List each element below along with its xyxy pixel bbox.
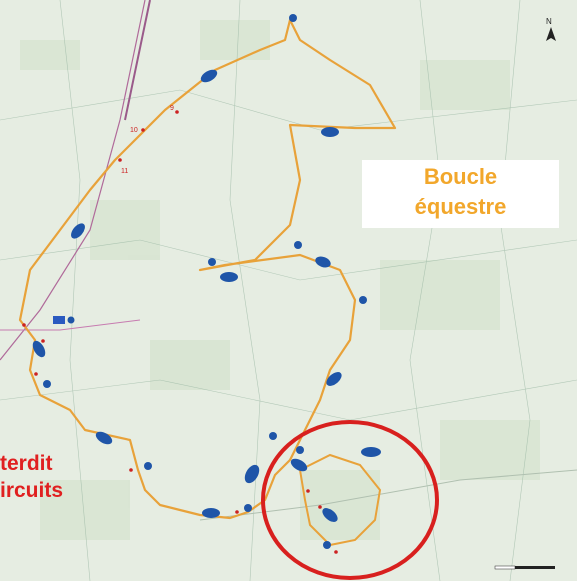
poi-marker[interactable]	[144, 462, 152, 470]
poi-badge[interactable]	[30, 339, 48, 360]
poi-marker[interactable]	[296, 446, 304, 454]
poi-badge[interactable]	[220, 272, 238, 282]
inner-loop-route	[298, 453, 382, 547]
poi-badge[interactable]	[199, 67, 220, 85]
waypoint-label: 11	[121, 168, 128, 175]
route-label-line1: Boucle	[423, 164, 498, 189]
highlight-circle	[261, 420, 439, 580]
terrain-texture	[20, 20, 540, 540]
poi-badge[interactable]	[324, 369, 344, 388]
scale-bar-icon	[494, 565, 555, 570]
equestrian-route	[18, 18, 397, 520]
waypoint-dot	[129, 468, 133, 472]
poi-marker[interactable]	[208, 258, 216, 266]
poi-badge[interactable]	[314, 255, 332, 270]
waypoint-dot	[334, 550, 338, 554]
route-label-line2: équestre	[414, 194, 507, 219]
waypoint-dot	[318, 505, 322, 509]
poi-badge[interactable]	[94, 429, 115, 447]
waypoint-label: 10	[130, 127, 138, 134]
poi-badge[interactable]	[320, 505, 340, 524]
roads	[0, 0, 577, 521]
route-label: Boucle équestre	[362, 160, 559, 228]
poi-badge[interactable]	[321, 127, 339, 137]
waypoint-label: 9	[170, 105, 174, 112]
waypoint-dot	[118, 158, 122, 162]
poi-marker[interactable]	[244, 504, 252, 512]
poi-badge[interactable]	[202, 508, 220, 518]
waypoint-dot	[34, 372, 38, 376]
poi-badge[interactable]	[68, 221, 87, 241]
start-point[interactable]	[53, 316, 65, 324]
poi-marker[interactable]	[269, 432, 277, 440]
poi-badge[interactable]	[289, 456, 310, 474]
waypoint-dot	[306, 489, 310, 493]
poi-marker-top[interactable]	[289, 14, 297, 22]
warning-label: terdit ircuits	[0, 450, 95, 504]
poi-badge[interactable]	[361, 447, 381, 457]
poi-badge[interactable]	[242, 462, 262, 485]
poi-marker[interactable]	[323, 541, 331, 549]
waypoint-dot	[175, 110, 179, 114]
poi-marker[interactable]	[67, 316, 75, 324]
warning-line1: terdit	[0, 452, 53, 475]
north-arrow-icon: N	[546, 17, 556, 41]
waypoint-dot	[235, 510, 239, 514]
warning-line2: ircuits	[0, 479, 64, 502]
svg-text:N: N	[546, 17, 552, 26]
waypoint-dot	[22, 323, 26, 327]
poi-marker[interactable]	[359, 296, 367, 304]
poi-marker[interactable]	[294, 241, 302, 249]
waypoint-dot	[41, 339, 45, 343]
poi-marker[interactable]	[43, 380, 51, 388]
waypoint-dot	[141, 128, 145, 132]
